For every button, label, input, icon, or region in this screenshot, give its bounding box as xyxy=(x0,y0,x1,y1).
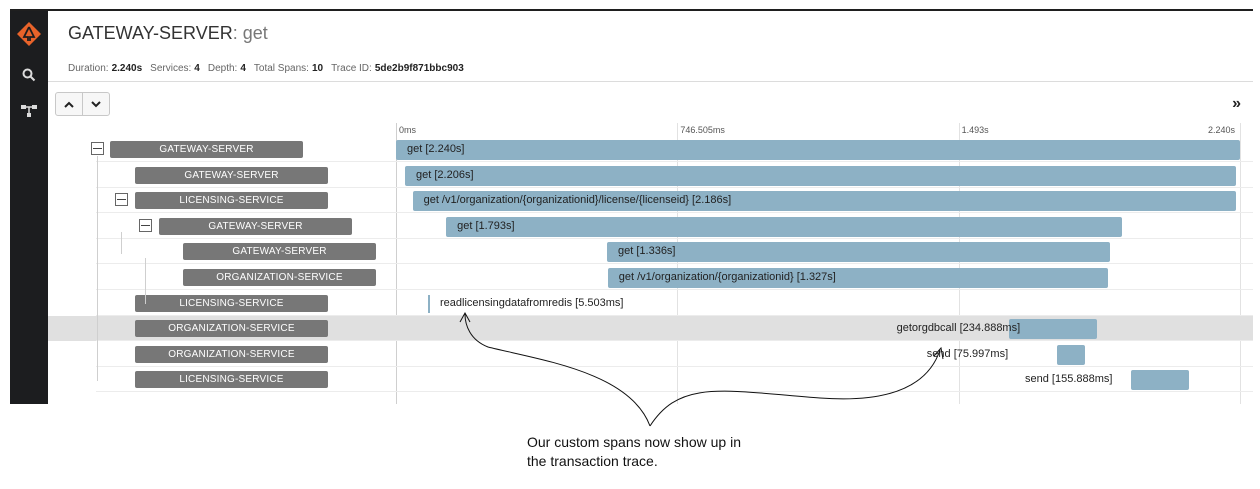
annotation-callout: Our custom spans now show up in the tran… xyxy=(527,433,741,471)
annotation-line-2: the transaction trace. xyxy=(527,453,658,469)
span-label: send [75.997ms] xyxy=(926,347,1009,360)
span-row[interactable]: GATEWAY-SERVER get [1.336s] xyxy=(48,239,1253,265)
annotation-line-1: Our custom spans now show up in xyxy=(527,434,741,450)
tree-connector xyxy=(97,156,98,381)
collapse-expand-group xyxy=(55,92,110,116)
span-row[interactable]: GATEWAY-SERVER get [2.206s] xyxy=(48,163,1253,188)
span-bar[interactable] xyxy=(607,268,1108,288)
span-label: get [2.240s] xyxy=(407,143,465,155)
row-divider xyxy=(96,340,1253,342)
span-label: get [1.793s] xyxy=(457,219,515,232)
service-name-badge[interactable]: LICENSING-SERVICE xyxy=(135,371,328,389)
summary-label: Trace ID: xyxy=(331,63,372,74)
summary-label: Total Spans: xyxy=(253,63,309,74)
collapse-toggle-icon[interactable] xyxy=(115,193,128,207)
row-divider xyxy=(96,161,1253,162)
summary-value: 10 xyxy=(311,63,324,74)
summary-label: Duration: xyxy=(68,63,109,74)
span-row[interactable]: ORGANIZATION-SERVICE get /v1/organization… xyxy=(48,265,1253,290)
span-label: get /v1/organization/{organizationid} [1… xyxy=(618,271,836,283)
service-name-badge[interactable]: ORGANIZATION-SERVICE xyxy=(183,269,376,286)
span-label: get [2.206s] xyxy=(416,168,474,181)
span-bar[interactable] xyxy=(396,140,1240,160)
span-row[interactable]: GATEWAY-SERVER get [2.240s] xyxy=(48,137,1253,162)
span-row[interactable]: ORGANIZATION-SERVICE send [75.997ms] xyxy=(48,342,1253,367)
dependencies-icon[interactable] xyxy=(10,99,48,123)
service-name-badge[interactable]: GATEWAY-SERVER xyxy=(135,166,328,184)
summary-label: Services: xyxy=(150,63,192,74)
summary-value: 2.240s xyxy=(111,63,143,74)
span-row[interactable]: GATEWAY-SERVER get [1.793s] xyxy=(48,214,1253,239)
span-label: get /v1/organization/{organizationid}/li… xyxy=(423,194,732,207)
row-divider xyxy=(96,391,1253,393)
row-divider xyxy=(96,237,1253,239)
collapse-button[interactable] xyxy=(56,93,82,115)
service-name-badge[interactable]: GATEWAY-SERVER xyxy=(110,141,303,158)
service-name-badge[interactable]: ORGANIZATION-SERVICE xyxy=(135,345,328,363)
timeline-tick-label: 0ms xyxy=(399,125,417,135)
service-name-badge[interactable]: LICENSING-SERVICE xyxy=(135,192,328,210)
span-bar[interactable] xyxy=(607,242,1111,263)
span-label: readlicensingdatafromredis [5.503ms] xyxy=(440,296,624,309)
row-divider xyxy=(96,212,1253,214)
trace-header: GATEWAY-SERVER: get Duration:2.240s Servi… xyxy=(48,11,1253,82)
service-name-badge[interactable]: GATEWAY-SERVER xyxy=(159,217,352,235)
span-bar[interactable] xyxy=(1008,319,1098,340)
sidebar xyxy=(10,11,48,404)
timeline-axis: 0ms 746.505ms 1.493s 2.240s xyxy=(48,123,1253,137)
summary-value: 4 xyxy=(240,63,246,74)
zipkin-logo-icon[interactable] xyxy=(10,19,48,49)
page-title: GATEWAY-SERVER: get xyxy=(68,23,268,44)
trace-toolbar: » xyxy=(48,81,1253,131)
summary-value: 5de2b9f871bbc903 xyxy=(374,63,464,74)
span-row[interactable]: LICENSING-SERVICE readlicensingdatafromre… xyxy=(48,291,1253,316)
span-bar[interactable] xyxy=(412,191,1237,212)
timeline-tick-label: 746.505ms xyxy=(680,125,725,135)
collapse-toggle-icon[interactable] xyxy=(91,142,104,155)
row-divider xyxy=(96,289,1253,290)
span-bar[interactable] xyxy=(405,165,1237,186)
span-row[interactable]: LICENSING-SERVICE get /v1/organization/{o… xyxy=(48,188,1253,214)
service-name-badge[interactable]: ORGANIZATION-SERVICE xyxy=(135,320,328,338)
trace-operation-name: : get xyxy=(232,23,268,43)
span-bar[interactable] xyxy=(428,294,431,313)
row-divider xyxy=(96,314,1253,316)
span-bar[interactable] xyxy=(446,216,1122,237)
service-name-badge[interactable]: GATEWAY-SERVER xyxy=(183,243,376,261)
chevron-up-icon xyxy=(64,101,74,108)
search-icon[interactable] xyxy=(10,63,48,87)
span-bar[interactable] xyxy=(1130,370,1190,391)
expand-button[interactable] xyxy=(82,93,109,115)
expand-all-button[interactable]: » xyxy=(1232,95,1241,112)
span-label: get [1.336s] xyxy=(618,245,676,258)
collapse-toggle-icon[interactable] xyxy=(139,218,152,232)
span-row[interactable]: ORGANIZATION-SERVICE getorgdbcall [234.88… xyxy=(48,316,1253,342)
timeline-tick-label: 1.493s xyxy=(961,125,989,135)
tree-connector xyxy=(121,232,122,254)
row-divider xyxy=(96,186,1253,188)
span-label: getorgdbcall [234.888ms] xyxy=(896,322,1021,335)
timeline-tick-label: 2.240s xyxy=(1208,125,1236,135)
span-row[interactable]: LICENSING-SERVICE send [155.888ms] xyxy=(48,367,1253,393)
row-divider xyxy=(96,263,1253,265)
tree-connector xyxy=(145,258,146,304)
summary-value: 4 xyxy=(194,63,200,74)
summary-label: Depth: xyxy=(207,63,238,74)
span-bar[interactable] xyxy=(1056,344,1086,365)
span-label: send [155.888ms] xyxy=(1025,373,1113,386)
chevron-down-icon xyxy=(91,100,101,107)
trace-service-name: GATEWAY-SERVER xyxy=(68,23,233,43)
service-name-badge[interactable]: LICENSING-SERVICE xyxy=(135,294,328,312)
